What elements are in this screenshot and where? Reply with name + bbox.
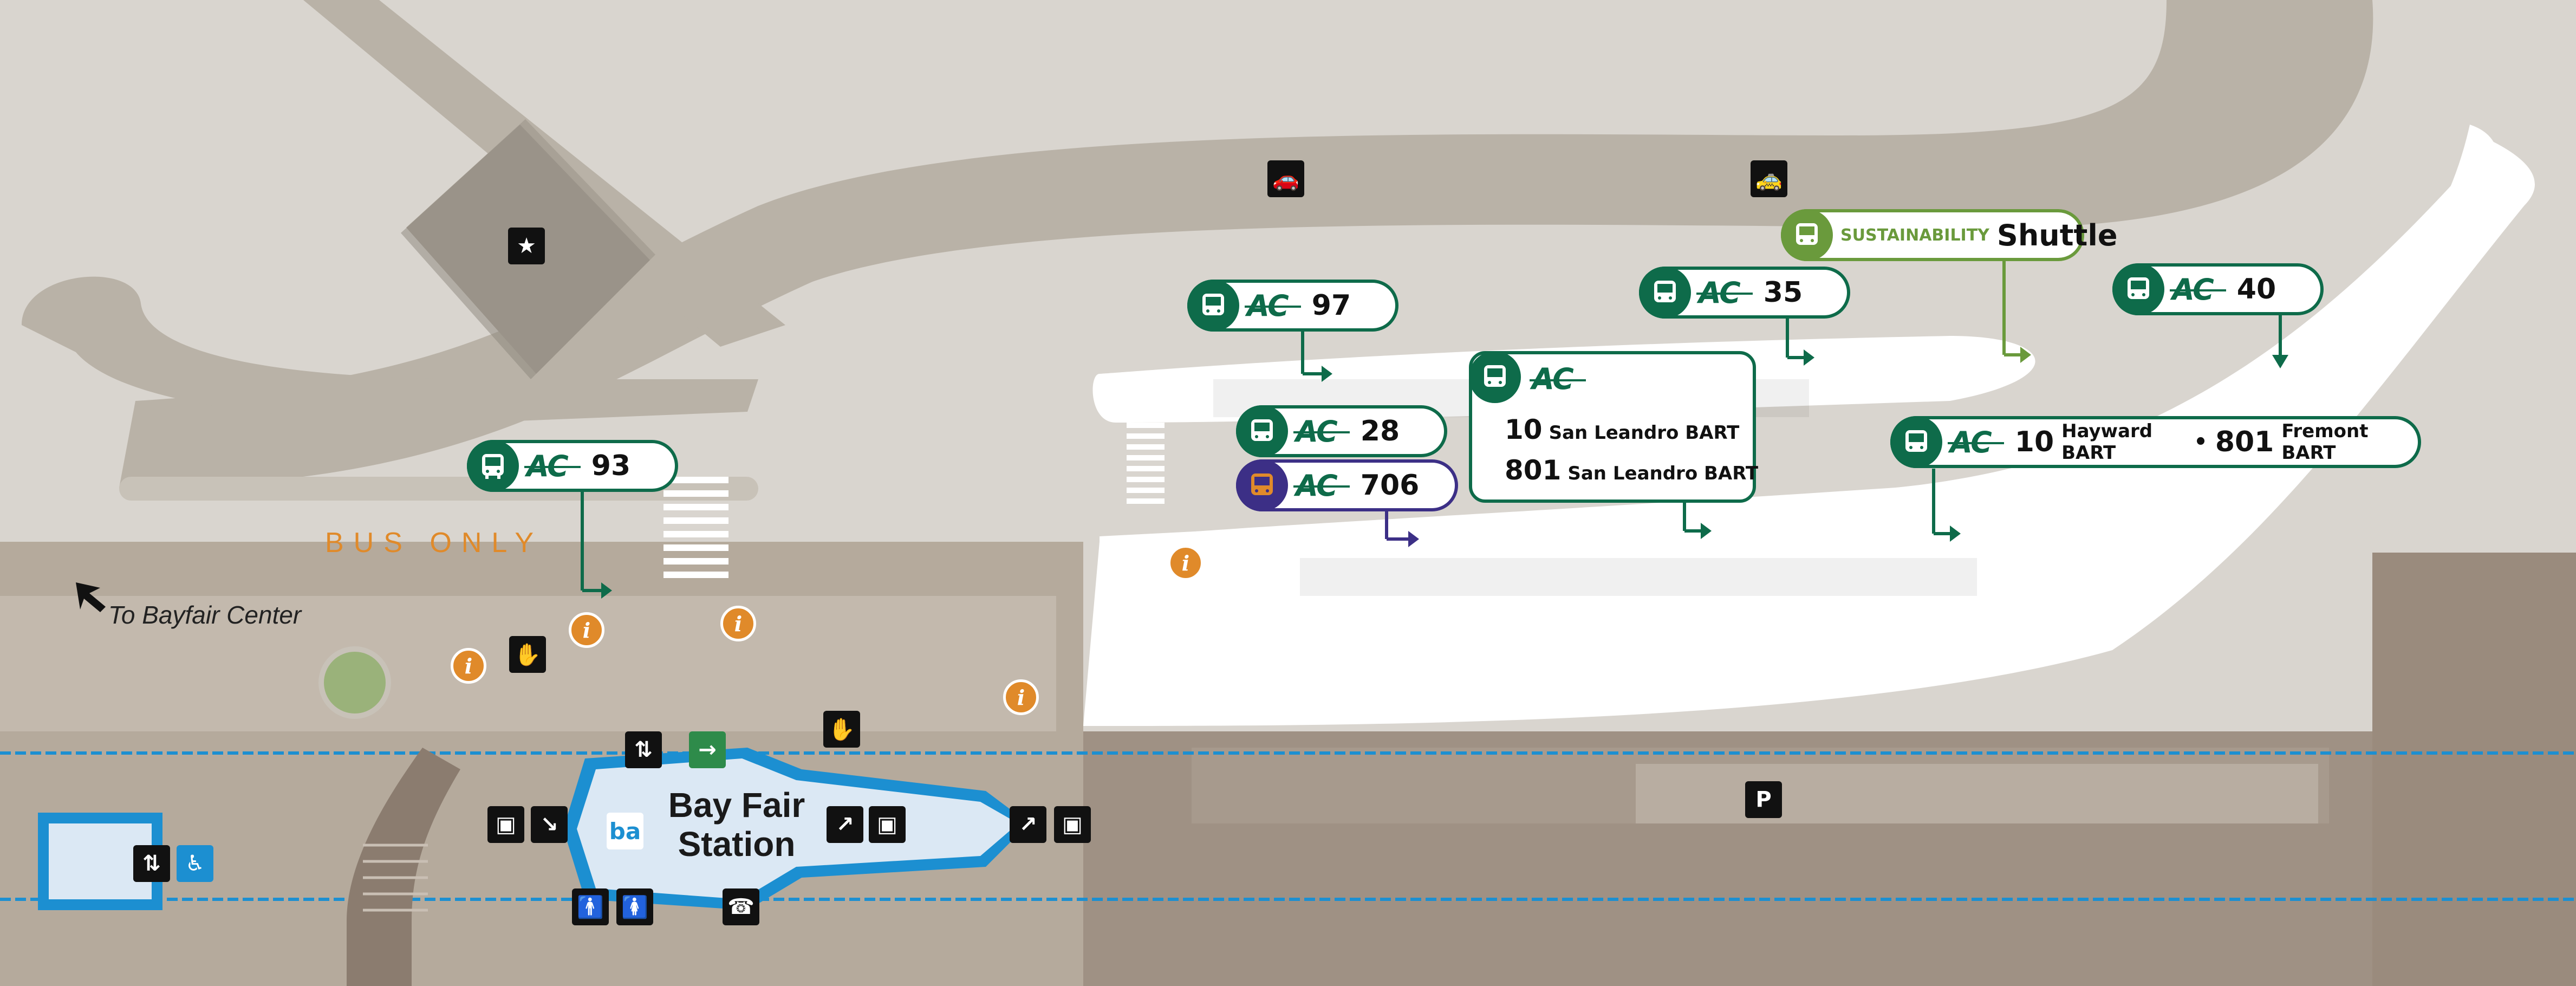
- taxi-icon: 🚕: [1751, 160, 1787, 197]
- bus-icon: ▣: [869, 806, 906, 843]
- route-number: 40: [2236, 273, 2276, 306]
- route-97-callout[interactable]: AC 97: [1187, 280, 1398, 332]
- sustainability-shuttle-callout[interactable]: SUSTAINABILITY Shuttle: [1781, 209, 2117, 261]
- mens-restroom-icon: 🚹: [572, 888, 609, 925]
- station-name-line1: Bay Fair: [668, 786, 805, 825]
- route-number: 706: [1360, 469, 1420, 502]
- info-point-icon[interactable]: i: [451, 648, 486, 684]
- elevator-icon: ⇅: [625, 731, 662, 768]
- bart-logo-icon: ba: [607, 813, 643, 849]
- hayward-fremont-routes-callout[interactable]: AC 10 Hayward BART • 801 Fremont BART: [1890, 416, 2421, 468]
- info-point-icon[interactable]: i: [720, 606, 756, 641]
- bus-icon: [1781, 209, 1833, 261]
- ac-transit-logo: AC: [1293, 469, 1353, 503]
- bus-icon: ▣: [1054, 806, 1091, 843]
- bus-glyph: [1654, 281, 1676, 302]
- route-separator: •: [2194, 430, 2208, 455]
- kiss-and-ride-icon: 🚗: [1267, 160, 1304, 197]
- clipper-card-icon: ✋: [823, 711, 860, 748]
- bike-parking-icon: P: [1745, 781, 1782, 818]
- bus-icon: ▣: [487, 806, 524, 843]
- route-93-callout[interactable]: AC 93: [467, 440, 678, 492]
- phone-icon: ☎: [723, 888, 759, 925]
- elevator-icon: ⇅: [133, 845, 170, 882]
- route-28-callout[interactable]: AC 28: [1236, 405, 1447, 457]
- route-number: 10: [2014, 426, 2054, 458]
- route-35-callout[interactable]: AC 35: [1639, 267, 1850, 319]
- ac-transit-logo: AC: [1530, 362, 1589, 396]
- bus-only-label: BUS ONLY: [325, 527, 544, 559]
- info-point-icon[interactable]: i: [1003, 679, 1039, 715]
- clipper-card-icon: ✋: [509, 636, 546, 673]
- route-number: 35: [1763, 276, 1803, 309]
- bus-icon: [467, 440, 519, 492]
- bus-icon: [1236, 459, 1288, 511]
- route-number: 28: [1360, 415, 1400, 447]
- route-number: 10: [1505, 414, 1543, 445]
- bus-icon: [1469, 351, 1521, 403]
- stairs-icon: ↗: [1010, 806, 1046, 843]
- bus-glyph: [1251, 473, 1273, 495]
- bus-glyph: [1796, 223, 1818, 245]
- ac-transit-logo: AC: [1948, 425, 2007, 459]
- ac-transit-logo: AC: [1245, 289, 1304, 323]
- bus-glyph: [1202, 294, 1224, 315]
- escalator-icon: ↗: [827, 806, 863, 843]
- bus-glyph: [482, 454, 504, 479]
- sustainability-logo: SUSTAINABILITY: [1840, 225, 1989, 245]
- route-destination: Fremont BART: [2281, 420, 2369, 464]
- bus-icon: [1187, 280, 1239, 332]
- shuttle-label: Shuttle: [1996, 218, 2118, 252]
- route-line-1: 10 San Leandro BART: [1505, 414, 1739, 445]
- ac-transit-logo: AC: [1293, 414, 1353, 449]
- accessible-icon: ♿: [177, 845, 213, 882]
- exit-icon: →: [689, 731, 726, 768]
- ac-transit-logo: AC: [1696, 276, 1756, 310]
- route-number: 801: [1505, 455, 1562, 486]
- station-name-line2: Station: [678, 825, 796, 864]
- bus-icon: [1639, 267, 1691, 319]
- stairs-icon: ↘: [531, 806, 568, 843]
- bus-glyph: [1905, 430, 1927, 452]
- route-destination: San Leandro BART: [1549, 422, 1740, 444]
- route-number: 93: [591, 450, 631, 482]
- route-number: 801: [2215, 426, 2274, 458]
- ac-transit-logo: AC: [524, 449, 584, 483]
- bus-glyph: [2128, 277, 2149, 299]
- bus-icon: [1890, 416, 1942, 468]
- info-point-icon[interactable]: i: [1168, 545, 1204, 581]
- ac-transit-logo: AC: [2170, 273, 2229, 307]
- police-badge-icon: ★: [508, 228, 545, 264]
- bus-icon: [2112, 263, 2164, 315]
- route-destination: San Leandro BART: [1567, 463, 1759, 484]
- bus-glyph: [1484, 365, 1506, 387]
- info-point-icon[interactable]: i: [569, 612, 604, 648]
- to-bayfair-center-label: To Bayfair Center: [108, 601, 302, 629]
- route-destination: Hayward BART: [2061, 420, 2153, 464]
- bus-icon: [1236, 405, 1288, 457]
- station-name: Bay Fair Station: [639, 786, 834, 864]
- womens-restroom-icon: 🚺: [616, 888, 653, 925]
- bus-glyph: [1251, 419, 1273, 441]
- route-number: 97: [1311, 289, 1351, 322]
- route-40-callout[interactable]: AC 40: [2112, 263, 2324, 315]
- route-706-callout[interactable]: AC 706: [1236, 459, 1458, 511]
